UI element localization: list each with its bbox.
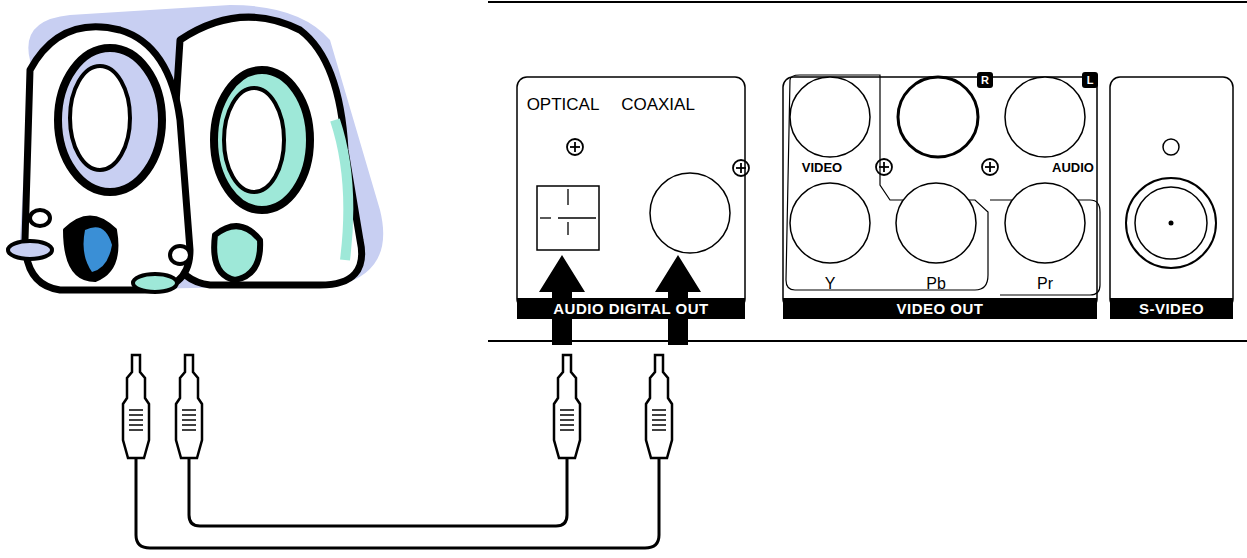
section-band: S-VIDEO: [1110, 298, 1233, 319]
section-title: L: [1087, 74, 1094, 86]
section-title: R: [981, 74, 989, 86]
port-label: Pb: [926, 275, 946, 293]
channel-badge: R: [977, 72, 993, 88]
port-label: OPTICAL: [527, 95, 600, 115]
section-title: S-VIDEO: [1139, 300, 1204, 317]
section-band: VIDEO OUT: [783, 298, 1097, 319]
port-label: VIDEO: [802, 160, 842, 175]
port-label: COAXIAL: [621, 95, 695, 115]
section-title: AUDIO DIGITAL OUT: [553, 300, 708, 317]
port-label: Pr: [1037, 275, 1053, 293]
port-label: AUDIO: [1052, 160, 1094, 175]
section-band: AUDIO DIGITAL OUT: [517, 298, 745, 319]
port-label: Y: [825, 275, 836, 293]
channel-badge: L: [1082, 72, 1098, 88]
section-title: VIDEO OUT: [896, 300, 983, 317]
